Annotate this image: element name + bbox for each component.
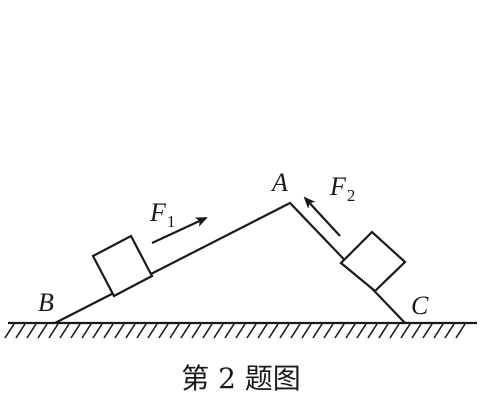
- hatch-mark: [257, 323, 268, 339]
- hatch-mark: [136, 323, 147, 339]
- hatch-mark: [114, 323, 125, 339]
- hatch-mark: [323, 323, 334, 339]
- hatch-mark: [4, 323, 15, 339]
- hatch-mark: [334, 323, 345, 339]
- figure-caption: 第 2 题图: [181, 362, 301, 395]
- ground-hatching: [4, 323, 466, 339]
- hatch-mark: [147, 323, 158, 339]
- force-label-f2: F2: [329, 172, 355, 205]
- hatch-mark: [246, 323, 257, 339]
- hatch-mark: [356, 323, 367, 339]
- hatch-mark: [422, 323, 433, 339]
- hatch-mark: [444, 323, 455, 339]
- block-left-slope: [91, 234, 154, 298]
- hatch-mark: [367, 323, 378, 339]
- hatch-mark: [103, 323, 114, 339]
- hatch-mark: [48, 323, 59, 339]
- hatch-mark: [312, 323, 323, 339]
- hatch-mark: [378, 323, 389, 339]
- hatch-mark: [400, 323, 411, 339]
- hatch-mark: [92, 323, 103, 339]
- hatch-mark: [301, 323, 312, 339]
- force-arrow-f2: [303, 196, 341, 237]
- hatch-mark: [125, 323, 136, 339]
- hatch-mark: [213, 323, 224, 339]
- point-label-c: C: [411, 291, 429, 320]
- hatch-mark: [279, 323, 290, 339]
- hatch-mark: [411, 323, 422, 339]
- hatch-mark: [224, 323, 235, 339]
- hatch-mark: [169, 323, 180, 339]
- hatch-mark: [202, 323, 213, 339]
- hatch-mark: [59, 323, 70, 339]
- hatch-mark: [37, 323, 48, 339]
- force-arrow-f1: [151, 217, 208, 244]
- force-label-f1: F1: [149, 198, 175, 231]
- hatch-mark: [268, 323, 279, 339]
- hatch-mark: [70, 323, 81, 339]
- hatch-mark: [290, 323, 301, 339]
- force-label-f2-subscript: 2: [347, 186, 356, 205]
- hatch-mark: [158, 323, 169, 339]
- hatch-mark: [191, 323, 202, 339]
- hatch-mark: [26, 323, 37, 339]
- block-right-slope: [339, 230, 407, 293]
- hatch-mark: [345, 323, 356, 339]
- point-label-b: B: [38, 288, 54, 317]
- hatch-mark: [235, 323, 246, 339]
- hatch-mark: [15, 323, 26, 339]
- point-label-a: A: [270, 168, 288, 197]
- hatch-mark: [389, 323, 400, 339]
- force-label-f1-symbol: F: [149, 198, 167, 227]
- hatch-mark: [433, 323, 444, 339]
- hatch-mark: [455, 323, 466, 339]
- force-label-f1-subscript: 1: [167, 212, 176, 231]
- force-label-f2-symbol: F: [329, 172, 347, 201]
- hatch-mark: [180, 323, 191, 339]
- hatch-mark: [81, 323, 92, 339]
